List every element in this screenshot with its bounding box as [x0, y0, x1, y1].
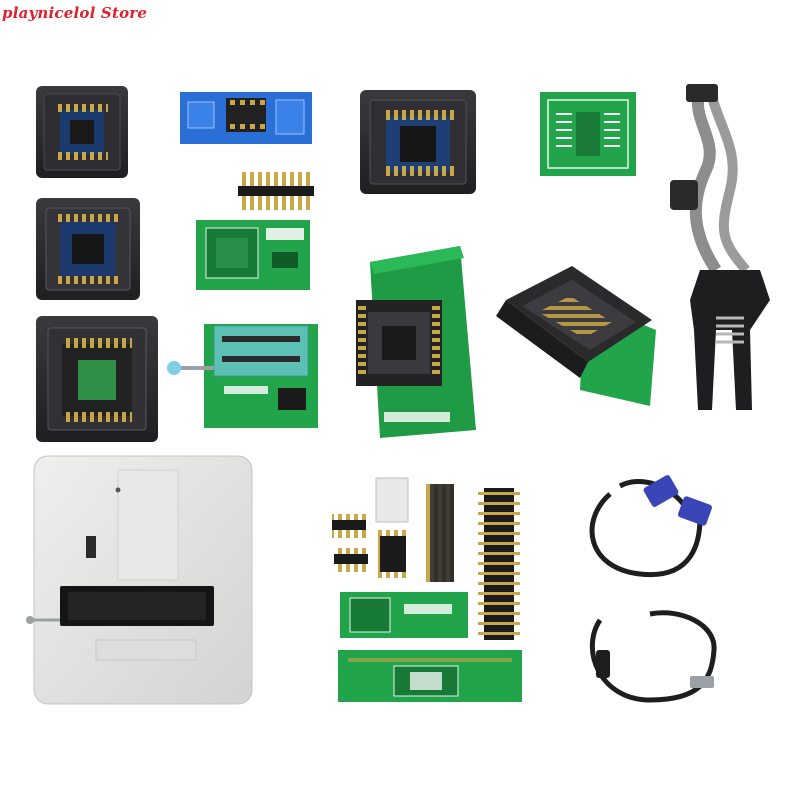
- soic-zif-socket: [36, 316, 158, 442]
- zif-1-8v-adapter: [167, 324, 318, 428]
- soic8-socket: [36, 86, 128, 178]
- green-qfn-adapter: [196, 220, 310, 290]
- pin-header-strip: [238, 172, 314, 210]
- blue-spi-adapter: [180, 92, 312, 144]
- store-watermark: playnicelol Store: [2, 4, 148, 22]
- pin-headers: [332, 477, 458, 582]
- usb-vga-cables: [589, 475, 717, 703]
- tsop48-adapter: [356, 246, 476, 438]
- soic-test-clip: [670, 84, 770, 410]
- green-small-adapters: [338, 592, 522, 702]
- long-pin-header: [478, 488, 520, 640]
- soic16-socket: [360, 90, 476, 194]
- soic8-wide-socket: [36, 198, 140, 300]
- universal-programmer: [26, 455, 253, 705]
- green-sop-adapter: [540, 92, 636, 176]
- tsop-socket-adapter: [496, 266, 656, 406]
